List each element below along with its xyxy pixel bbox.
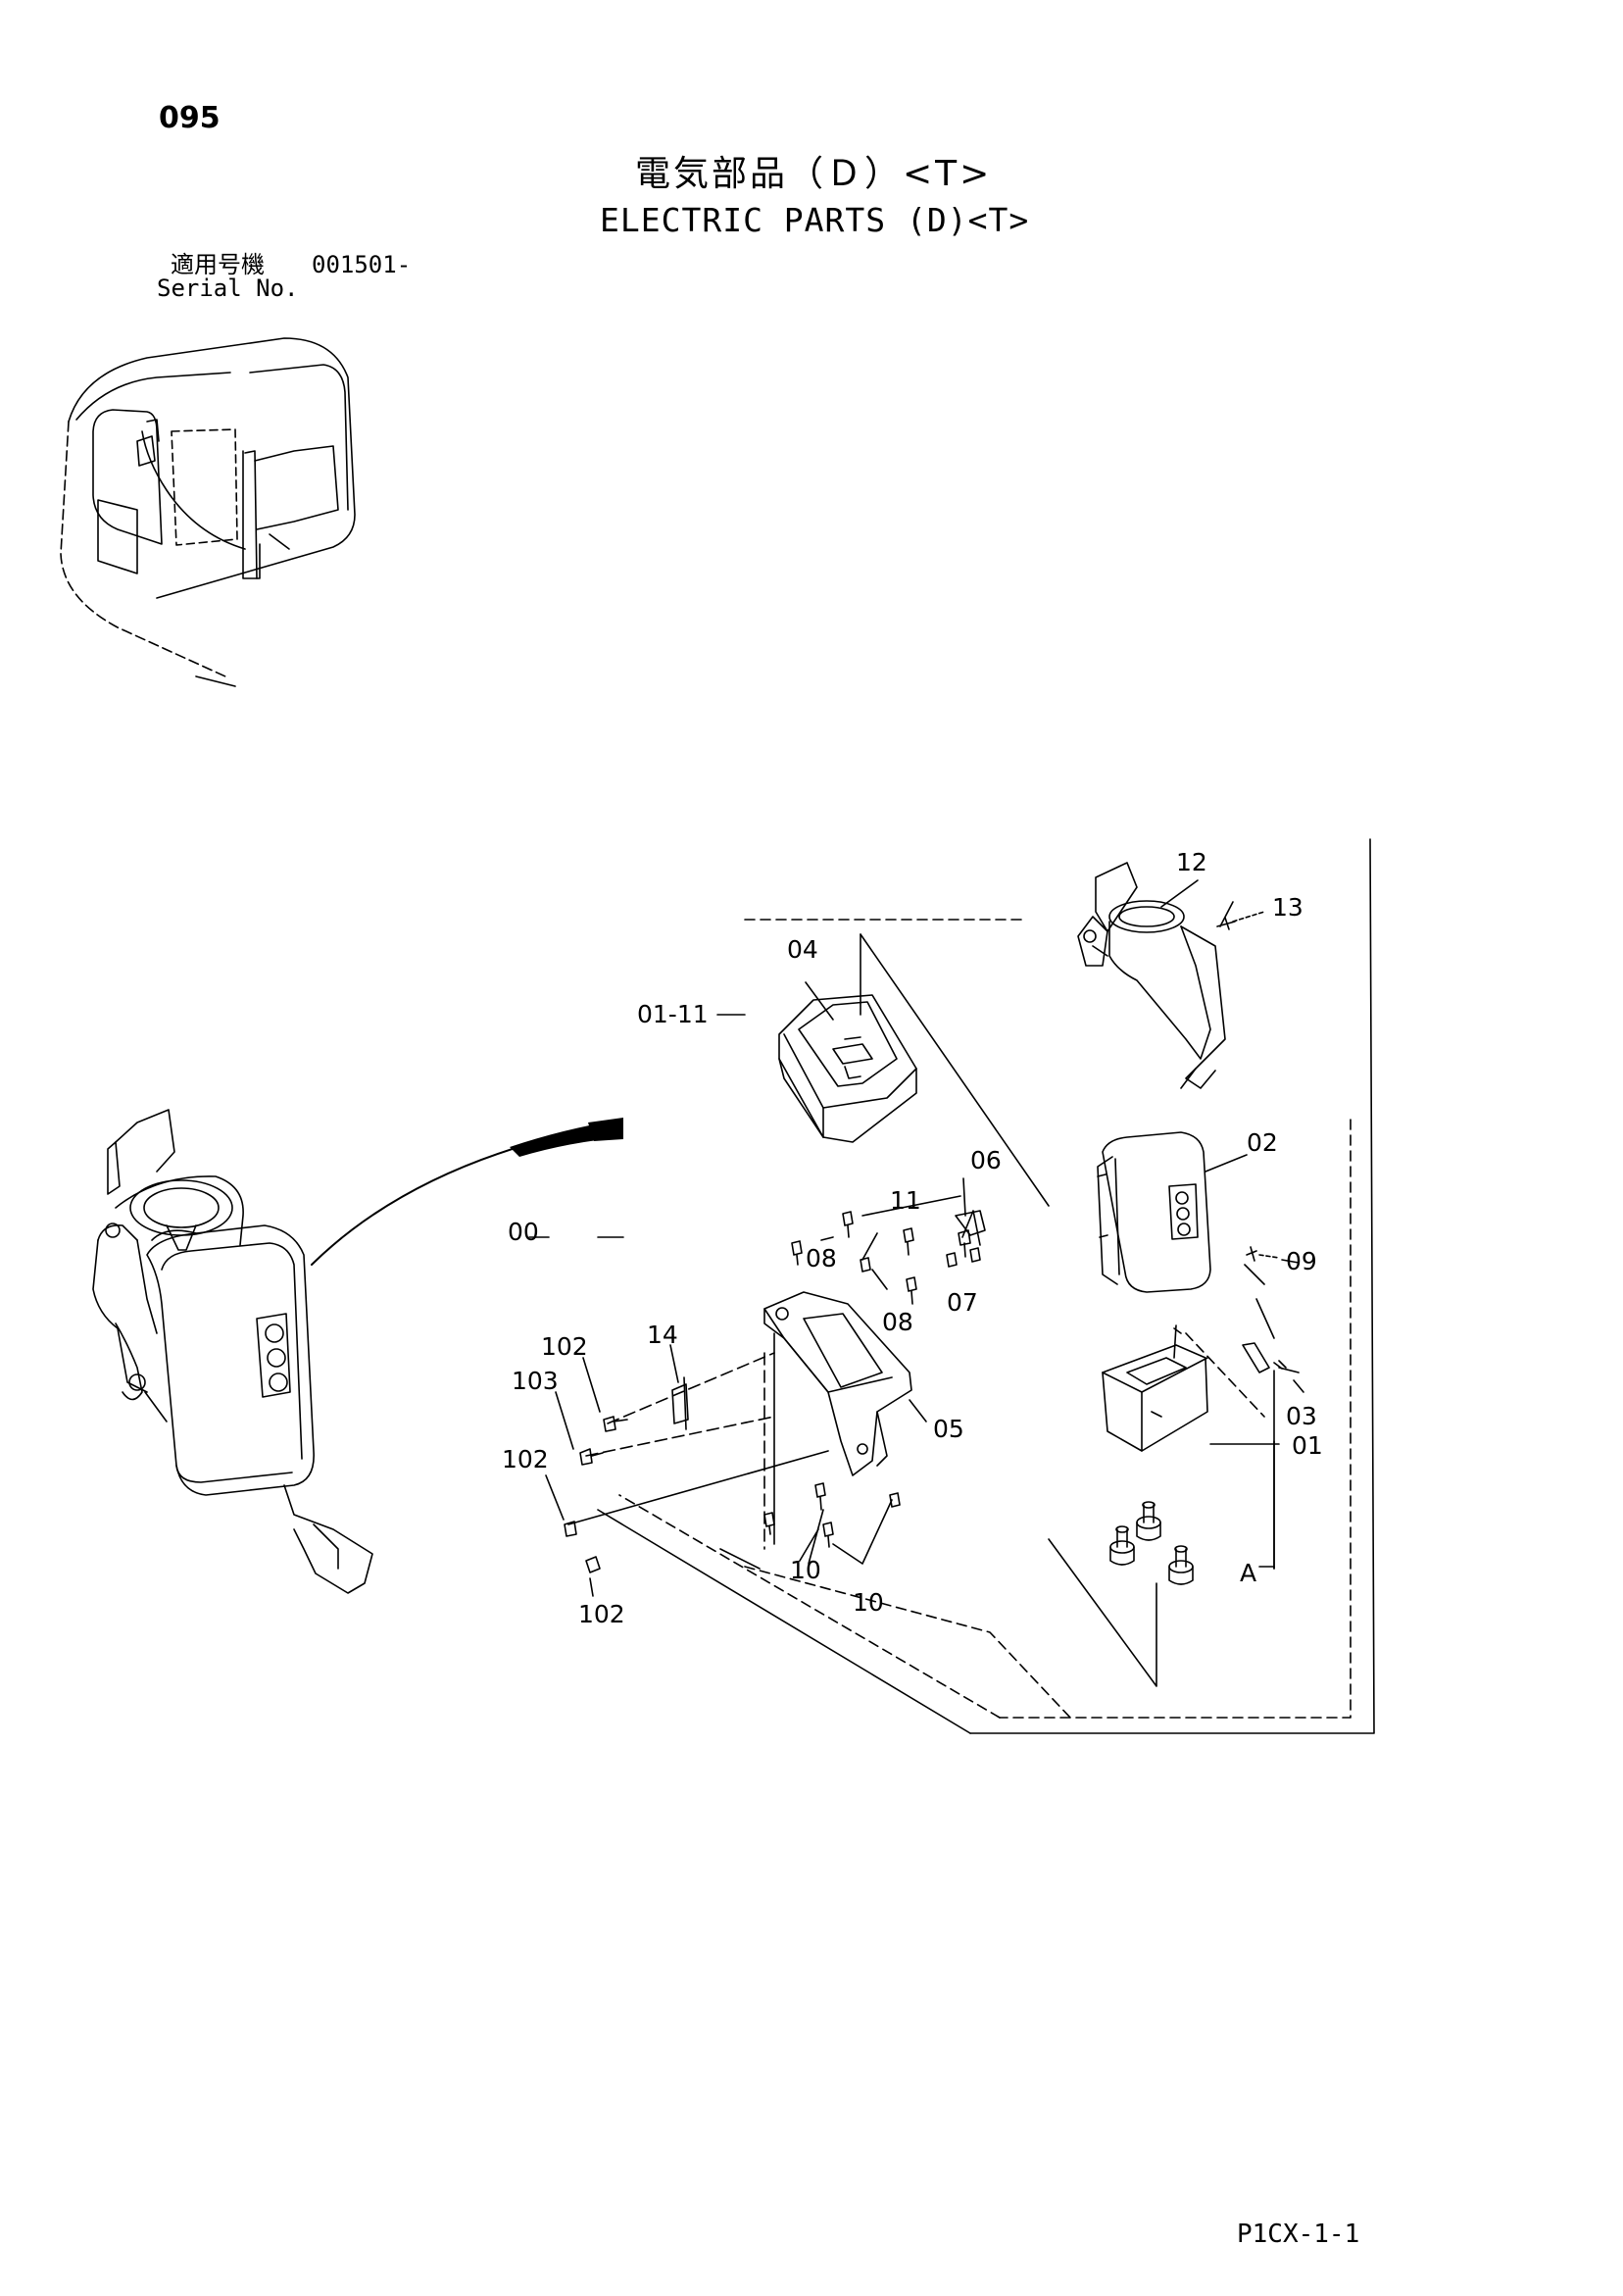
callout-09: 09 — [1286, 1247, 1317, 1275]
part-14-bracket — [671, 1376, 689, 1430]
callout-10b: 10 — [853, 1588, 884, 1617]
part-13-screw — [1216, 917, 1236, 930]
exploded-view-frame — [597, 838, 1375, 1734]
part-04-tray — [778, 994, 917, 1143]
callout-103: 103 — [512, 1367, 559, 1395]
callout-14: 14 — [647, 1321, 678, 1349]
callout-a: A — [1240, 1559, 1256, 1587]
serial-label-japanese: 適用号機 — [171, 251, 265, 278]
part-09-screw — [1246, 1246, 1257, 1262]
callout-labels: 12 13 04 01-11 02 06 11 00 08 09 07 08 1… — [502, 848, 1323, 1628]
serial-number-value: 001501- — [312, 251, 412, 278]
cab-location-illustration — [60, 337, 356, 687]
part-01-switch-box — [1102, 1324, 1208, 1452]
callout-00: 00 — [508, 1218, 539, 1246]
callout-08a: 08 — [806, 1244, 837, 1273]
callout-102b: 102 — [502, 1445, 549, 1473]
knob-set-a — [1109, 1501, 1194, 1585]
callout-leaders — [528, 879, 1304, 1597]
callout-12: 12 — [1176, 848, 1207, 876]
fastener-screws — [564, 1211, 981, 1573]
callout-02: 02 — [1247, 1128, 1278, 1157]
callout-03: 03 — [1286, 1402, 1317, 1430]
callout-08b: 08 — [882, 1308, 913, 1336]
serial-label-english: Serial No. — [157, 275, 299, 302]
callout-07: 07 — [947, 1288, 978, 1317]
callout-01-11: 01-11 — [637, 1000, 709, 1028]
callout-01: 01 — [1292, 1431, 1323, 1460]
callout-13: 13 — [1272, 893, 1303, 922]
console-assembly-illustration — [92, 1109, 373, 1594]
callout-102a: 102 — [541, 1332, 588, 1361]
page-title-japanese: 電気部品（Ｄ）<T> — [635, 154, 993, 194]
part-05-base-bracket — [763, 1291, 912, 1476]
callout-05: 05 — [933, 1415, 964, 1443]
part-02-switch-panel — [1097, 1131, 1211, 1293]
callout-04: 04 — [787, 935, 818, 964]
page-code: P1CX-1-1 — [1237, 2220, 1360, 2249]
part-12-cup-holder — [1077, 862, 1226, 1089]
callout-11: 11 — [890, 1186, 921, 1215]
reference-curve — [311, 1122, 623, 1266]
callout-06: 06 — [970, 1146, 1002, 1174]
page-number: 095 — [159, 101, 221, 135]
callout-10a: 10 — [790, 1556, 821, 1584]
page-title-english: ELECTRIC PARTS (D)<T> — [600, 201, 1030, 239]
callout-102c: 102 — [578, 1600, 625, 1628]
